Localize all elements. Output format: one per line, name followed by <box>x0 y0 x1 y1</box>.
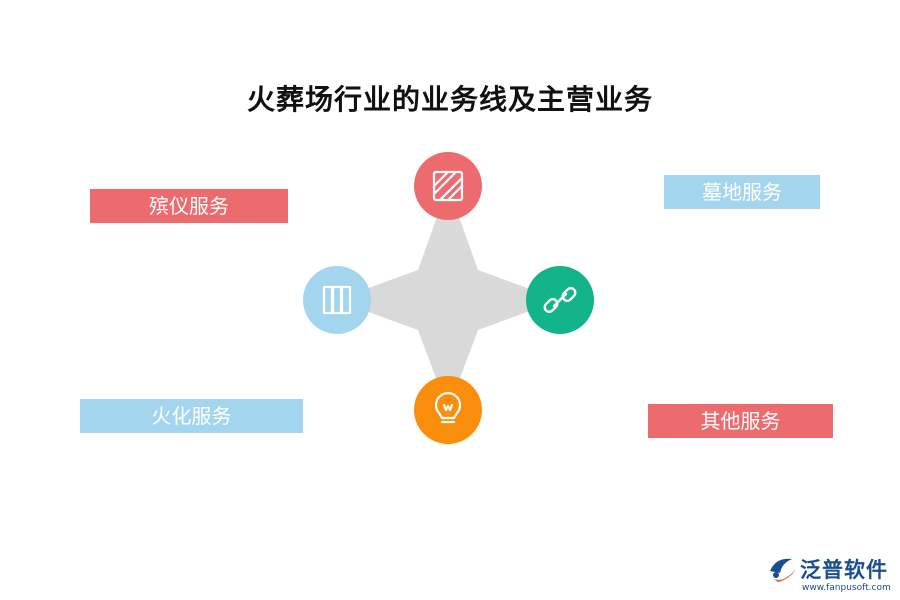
node-left <box>303 266 371 334</box>
node-right <box>526 266 594 334</box>
logo-url: www.fanpusoft.com <box>802 583 891 593</box>
node-bottom <box>414 376 482 444</box>
stripes-icon <box>432 170 464 202</box>
page-title: 火葬场行业的业务线及主营业务 <box>246 83 653 116</box>
node-top <box>414 152 482 220</box>
star-shape <box>336 186 560 410</box>
label-cemetery-service: 墓地服务 <box>664 175 820 209</box>
lightbulb-icon <box>434 391 462 424</box>
fanpu-logo-icon <box>770 558 796 582</box>
label-cremation-service: 火化服务 <box>80 399 303 433</box>
books-icon <box>322 285 352 315</box>
brand-logo: 泛普软件 www.fanpusoft.com <box>766 552 894 596</box>
label-funeral-service: 殡仪服务 <box>90 189 288 223</box>
logo-name: 泛普软件 <box>800 558 888 582</box>
link-icon <box>543 287 577 313</box>
label-other-service: 其他服务 <box>648 404 833 438</box>
